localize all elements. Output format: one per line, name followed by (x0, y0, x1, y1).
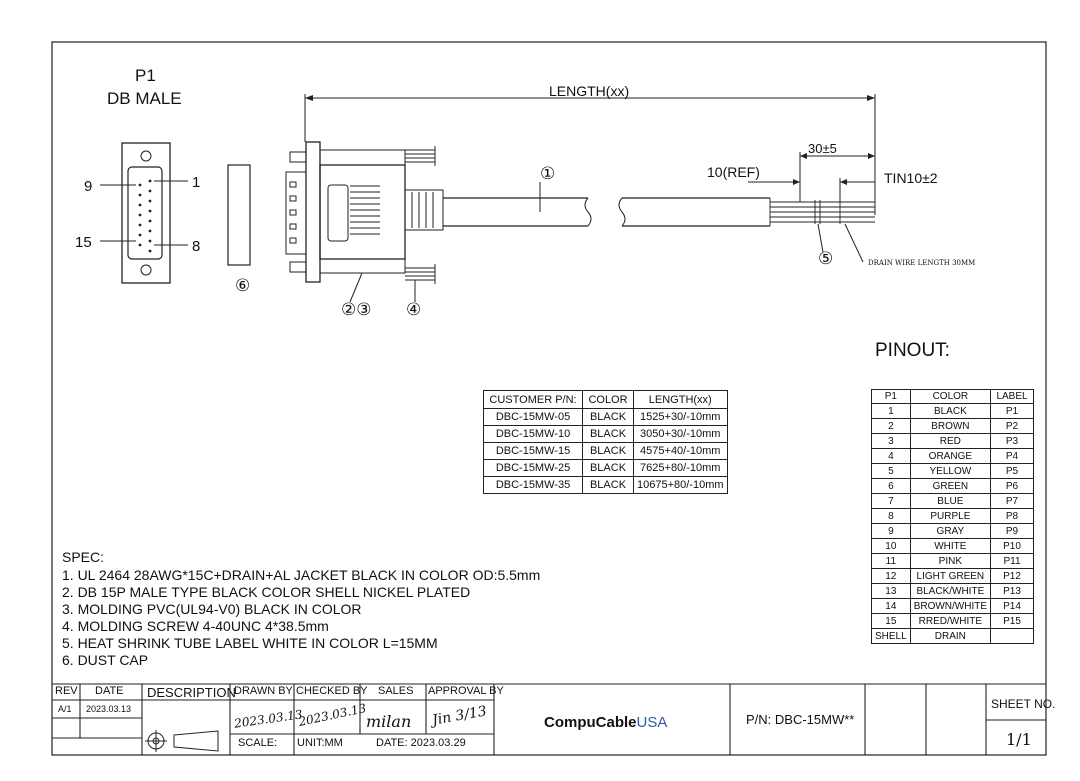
db15-front-view (100, 142, 188, 284)
spec-line-2: 2. DB 15P MALE TYPE BLACK COLOR SHELL NI… (62, 584, 471, 600)
company-suffix: USA (636, 714, 668, 731)
pinout-pin: SHELL (871, 628, 911, 644)
sheet-value: 1/1 (1006, 730, 1032, 749)
order-row-pn: DBC-15MW-10 (483, 425, 583, 443)
pin-label-9: 9 (84, 178, 93, 195)
drain-note: DRAIN WIRE LENGTH 30MM (868, 259, 976, 267)
strip-dimension: 30±5 (808, 141, 837, 156)
order-row-length: 7625+80/-10mm (633, 459, 728, 477)
pin-label-8: 8 (192, 238, 201, 255)
description-header: DESCRIPTION (147, 685, 236, 700)
pinout-label: P14 (990, 598, 1035, 614)
company-name: CompuCable (544, 714, 637, 731)
ref-dimension: 10(REF) (707, 164, 760, 180)
callout-6: ⑥ (235, 276, 251, 295)
pinout-color: DRAIN (909, 628, 992, 644)
rev-value: A/1 (58, 704, 72, 714)
order-header-length: LENGTH(xx) (633, 390, 728, 409)
spec-title: SPEC: (62, 549, 105, 565)
callout-1: ① (540, 164, 556, 183)
connector-subtitle: DB MALE (107, 89, 182, 108)
order-row-pn: DBC-15MW-35 (483, 476, 583, 494)
date-header: DATE (95, 685, 124, 697)
order-row-pn: DBC-15MW-15 (483, 442, 583, 460)
sheet-label: SHEET NO. (991, 697, 1056, 711)
spec-line-1: 1. UL 2464 28AWG*15C+DRAIN+AL JACKET BLA… (62, 567, 541, 583)
spec-line-5: 5. HEAT SHRINK TUBE LABEL WHITE IN COLOR… (62, 635, 438, 651)
approval-header: APPROVAL BY (428, 685, 504, 697)
unit-label: UNIT:MM (297, 737, 343, 749)
pin-grid (138, 179, 152, 253)
pinout-title: PINOUT: (875, 340, 950, 361)
spec-line-4: 4. MOLDING SCREW 4-40UNC 4*38.5mm (62, 618, 329, 634)
projection-symbol (145, 730, 219, 752)
order-row-color: BLACK (582, 476, 634, 494)
checked-by-header: CHECKED BY (296, 685, 368, 697)
callout-4: ④ (406, 300, 422, 319)
order-header-color: COLOR (582, 390, 634, 409)
date-field: DATE: 2023.03.29 (376, 737, 466, 749)
scale-label: SCALE: (238, 737, 278, 749)
order-row-color: BLACK (582, 425, 634, 443)
callout-2-3: ②③ (341, 300, 372, 319)
cable-side-view (285, 94, 876, 303)
callout-5: ⑤ (818, 249, 834, 268)
dust-cap (227, 164, 251, 266)
part-number: P/N: DBC-15MW** (746, 712, 855, 727)
order-row-length: 10675+80/-10mm (633, 476, 728, 494)
order-table: CUSTOMER P/N: COLOR LENGTH(xx) DBC-15MW-… (483, 390, 728, 494)
tin-dimension: TIN10±2 (884, 170, 938, 186)
drawn-by-header: DRAWN BY (234, 685, 293, 697)
sales-signature: milan (366, 712, 412, 731)
order-row-color: BLACK (582, 442, 634, 460)
spec-line-3: 3. MOLDING PVC(UL94-V0) BLACK IN COLOR (62, 601, 362, 617)
pin-label-1: 1 (192, 174, 201, 191)
length-label: LENGTH(xx) (549, 83, 630, 99)
pin-label-15: 15 (75, 234, 92, 251)
order-row-color: BLACK (582, 408, 634, 426)
spec-line-6: 6. DUST CAP (62, 652, 149, 668)
rev-header: REV (55, 685, 78, 697)
company-logo: CompuCableUSA (544, 714, 667, 731)
sales-header: SALES (378, 685, 414, 697)
connector-title: P1 (135, 66, 156, 85)
pinout-label (990, 628, 1035, 644)
date-value: 2023.03.13 (86, 704, 132, 714)
